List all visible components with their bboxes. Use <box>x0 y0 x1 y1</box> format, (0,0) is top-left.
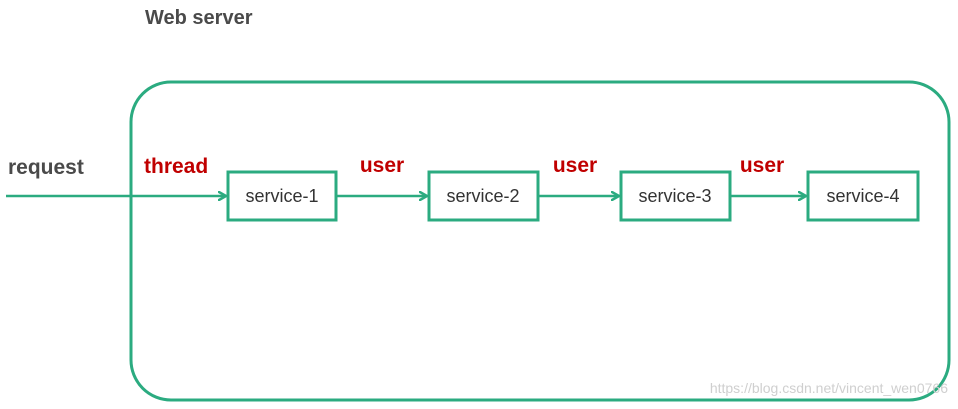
service-1-label: service-1 <box>245 186 318 206</box>
watermark: https://blog.csdn.net/vincent_wen0766 <box>710 380 948 396</box>
service-node: service-3 <box>619 170 732 222</box>
service-node: service-2 <box>427 170 540 222</box>
service-3-box <box>619 170 732 222</box>
service-node: service-1 <box>226 170 338 222</box>
service-node: service-4 <box>806 170 920 222</box>
service-1-box <box>226 170 338 222</box>
thread-label: thread <box>144 155 208 178</box>
service-3-label: service-3 <box>638 186 711 206</box>
service-2-box <box>427 170 540 222</box>
service-4-box <box>806 170 920 222</box>
service-2-label: service-2 <box>446 186 519 206</box>
diagram-title: Web server <box>145 7 253 29</box>
edge-label-user-1: user <box>360 154 404 177</box>
edge-label-user-3: user <box>740 154 784 177</box>
web-server-container <box>129 80 951 402</box>
edge-label-user-2: user <box>553 154 597 177</box>
request-label: request <box>8 156 84 179</box>
service-4-label: service-4 <box>826 186 899 206</box>
